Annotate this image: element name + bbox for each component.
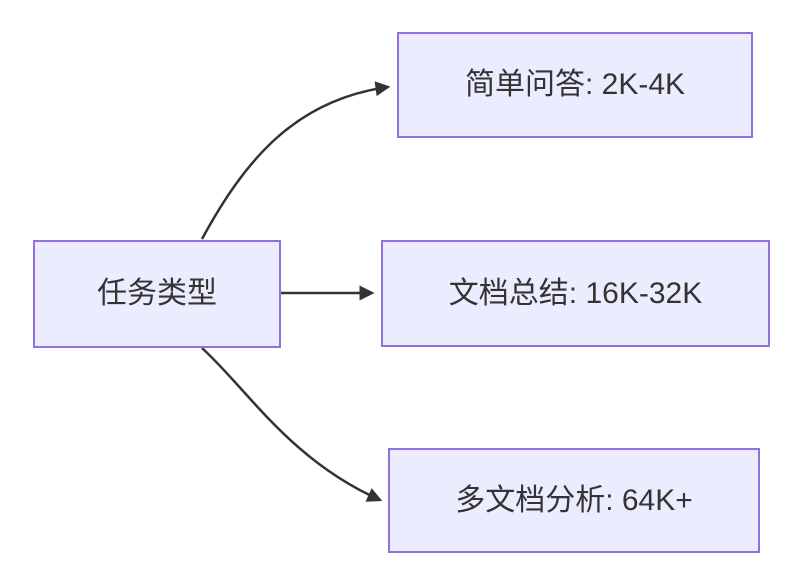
edge-root-to-multi-doc — [201, 347, 383, 502]
node-doc-summary: 文档总结: 16K-32K — [381, 240, 770, 347]
node-doc-summary-label: 文档总结: 16K-32K — [448, 276, 703, 310]
node-simple-qa-label: 简单问答: 2K-4K — [464, 68, 686, 102]
node-task-type: 任务类型 — [33, 240, 281, 348]
edge-root-to-simple-qa — [200, 81, 391, 240]
node-multi-doc-label: 多文档分析: 64K+ — [455, 483, 693, 517]
node-task-type-label: 任务类型 — [97, 277, 217, 311]
node-simple-qa: 简单问答: 2K-4K — [397, 32, 753, 138]
node-multi-doc: 多文档分析: 64K+ — [388, 448, 760, 553]
